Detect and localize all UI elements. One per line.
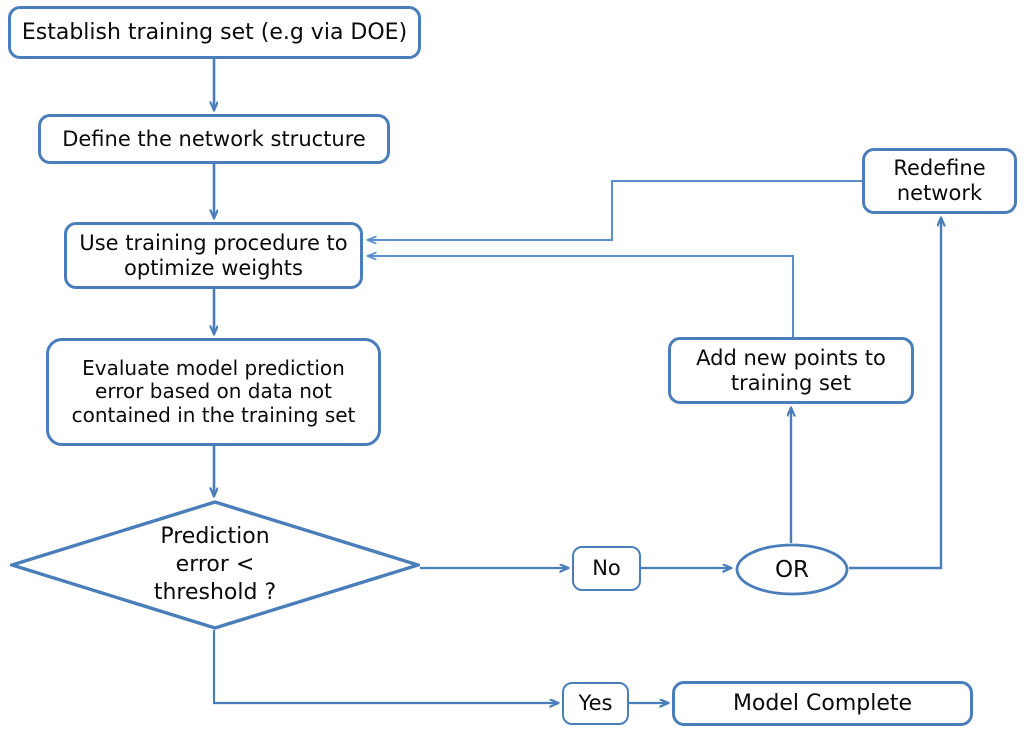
node-model-complete[interactable]: Model Complete: [672, 681, 973, 726]
node-evaluate-model-prediction-label: Evaluate model prediction error based on…: [71, 355, 356, 427]
node-add-new-points[interactable]: Add new points to training set: [668, 337, 914, 404]
node-establish-training-set-label: Establish training set (e.g via DOE): [21, 19, 408, 45]
node-add-new-points-label: Add new points to training set: [696, 345, 886, 395]
node-evaluate-model-prediction[interactable]: Evaluate model prediction error based on…: [46, 338, 381, 446]
node-prediction-error-threshold-label: Prediction error < threshold ?: [153, 523, 277, 606]
node-define-network-structure[interactable]: Define the network structure: [38, 114, 390, 164]
diamond-shape: [10, 500, 420, 630]
connector-addpoints-to-training: [368, 256, 794, 337]
node-establish-training-set[interactable]: Establish training set (e.g via DOE): [8, 6, 421, 59]
connector-redefine-to-training: [368, 180, 862, 240]
node-prediction-error-threshold[interactable]: Prediction error < threshold ?: [10, 500, 420, 630]
node-yes-branch[interactable]: Yes: [562, 682, 629, 725]
connector-decision-to-yes: [212, 630, 558, 703]
node-use-training-procedure-label: Use training procedure to optimize weigh…: [79, 230, 348, 280]
node-use-training-procedure[interactable]: Use training procedure to optimize weigh…: [64, 222, 363, 289]
node-no-branch-label: No: [592, 556, 621, 581]
node-yes-branch-label: Yes: [578, 691, 613, 716]
node-model-complete-label: Model Complete: [732, 690, 913, 716]
ellipse-shape: [735, 543, 849, 596]
node-redefine-network[interactable]: Redefine network: [862, 148, 1017, 214]
node-or-junction-label: OR: [774, 556, 810, 583]
node-no-branch[interactable]: No: [572, 546, 641, 591]
node-define-network-structure-label: Define the network structure: [62, 126, 366, 151]
node-or-junction[interactable]: OR: [735, 543, 849, 596]
node-redefine-network-label: Redefine network: [893, 156, 986, 205]
